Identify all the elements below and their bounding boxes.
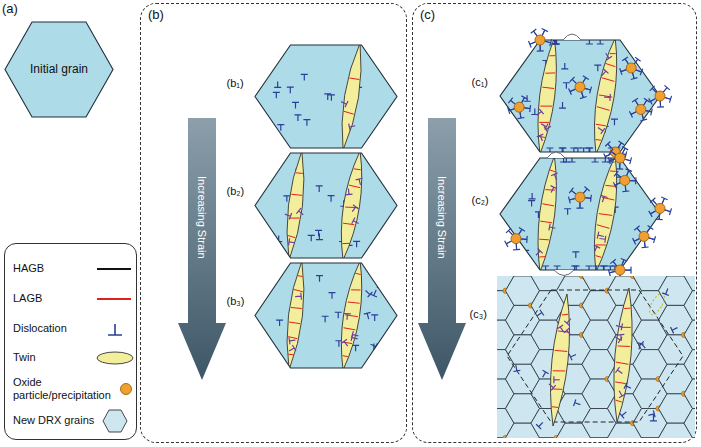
panel-label: (b₁)	[227, 77, 244, 90]
panel-label: (c₃)	[470, 308, 487, 321]
panel-label: (c₂)	[472, 194, 489, 207]
arrow-label: Increasing Strain	[195, 176, 208, 259]
legend-text: Twin	[13, 351, 93, 364]
legend-text: LAGB	[13, 292, 93, 305]
arrow-label: Increasing Strain	[435, 176, 448, 259]
grain-hexagon: (b₂)	[255, 153, 397, 258]
strain-arrow: Increasing Strain	[418, 118, 466, 380]
panel-label: (b)	[148, 8, 164, 23]
hex-shape	[255, 263, 397, 368]
grain-hexagon: (b₁)	[255, 45, 397, 148]
drx-grain-cluster: (c₃)	[497, 276, 695, 438]
grain-hexagon: (c₂)	[500, 158, 660, 270]
legend-text: Dislocation	[13, 322, 95, 335]
hex-shape	[500, 40, 660, 152]
hex-shape	[255, 45, 397, 148]
legend-text: New DRX grains	[13, 414, 99, 427]
panel-label: (c₁)	[472, 76, 489, 89]
grid-shape	[497, 276, 695, 438]
hex-shape	[500, 158, 660, 270]
grain-hexagon: (a)Initial grain	[5, 22, 113, 117]
legend-box: HAGB LAGB DislocationTwinOxide particle/pr…	[4, 243, 137, 440]
grain-hexagon: (c₁)	[500, 40, 660, 152]
panel-label: (b₃)	[227, 295, 245, 308]
grain-hexagon: (b₃)	[255, 263, 397, 368]
strain-arrow: Increasing Strain	[178, 118, 226, 380]
hex-shape	[255, 153, 397, 258]
panel-box: (b)Increasing Strain(b₁)(b₂)(b₃)	[140, 3, 407, 443]
legend-text: Oxide particle/precipitation	[13, 376, 117, 402]
grain-label: Initial grain	[30, 63, 88, 77]
panel-label: (a)	[2, 2, 18, 17]
panel-box: (c)Increasing Strain(c₁)(c₂)(c₃)	[412, 3, 697, 443]
panel-label: (b₂)	[227, 185, 245, 198]
legend-text: HAGB	[13, 262, 93, 275]
panel-label: (c)	[420, 8, 435, 23]
